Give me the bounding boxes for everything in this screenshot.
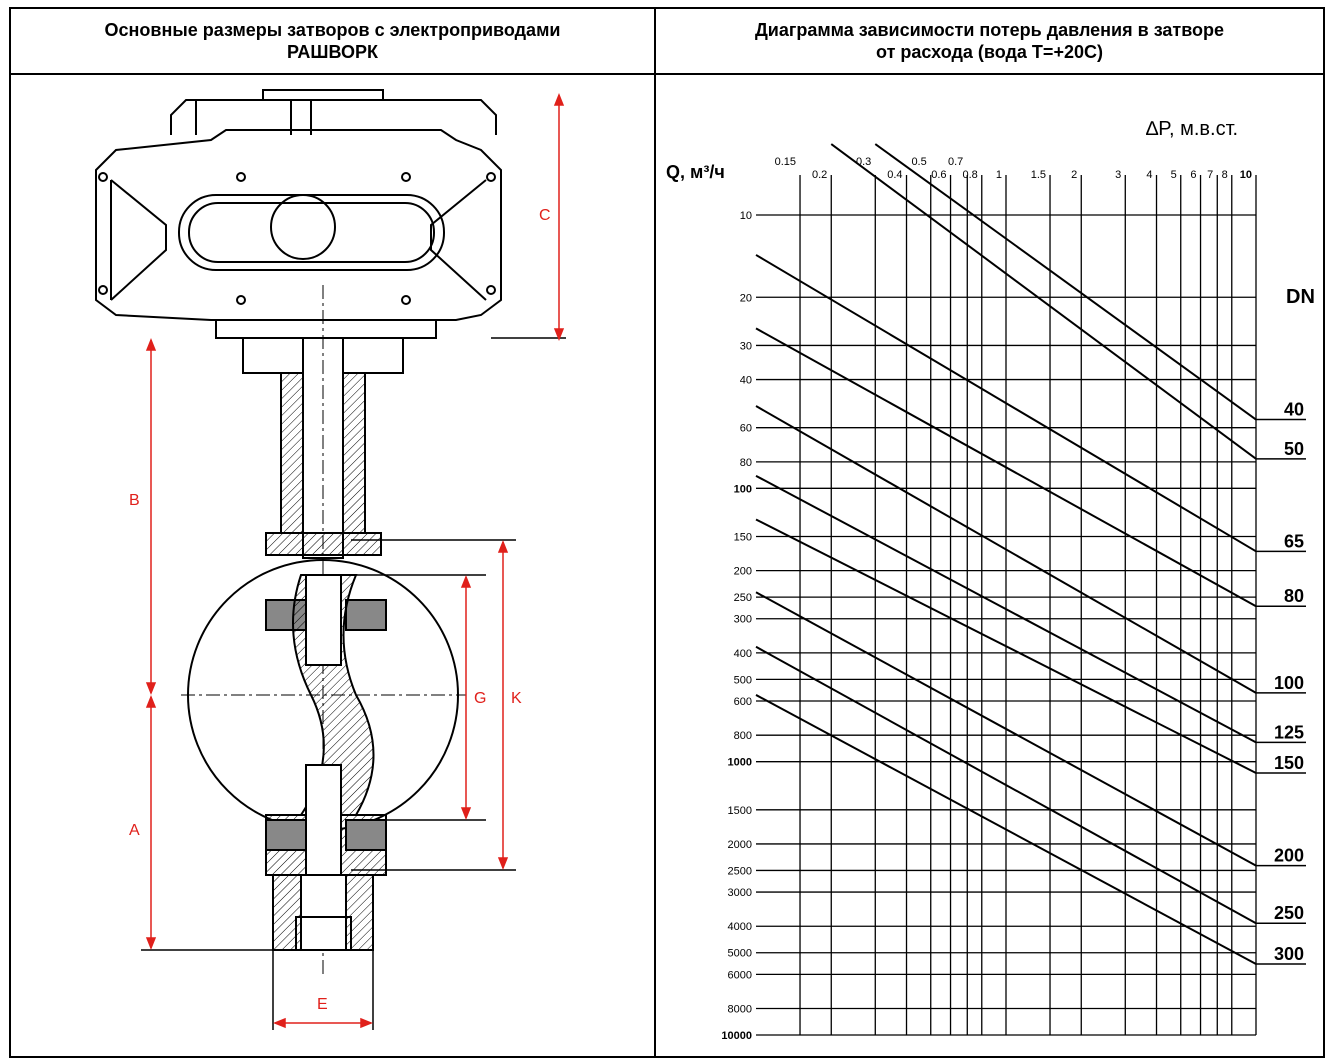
dn-series-line	[755, 405, 1257, 694]
dn-series-line	[830, 143, 1257, 460]
y-tick-label: 150	[734, 531, 752, 543]
valve-drawing-cell: C B A G K E	[9, 73, 656, 1058]
header-dimensions-line1: Основные размеры затворов с электроприво…	[104, 20, 561, 40]
dim-label-c: C	[539, 207, 551, 224]
dn-label: 200	[1274, 846, 1304, 866]
y-tick-label: 10	[740, 210, 752, 222]
header-dimensions-line2: РАШВОРК	[286, 42, 379, 62]
y-tick-label: 3000	[728, 887, 752, 899]
y-tick-label: 500	[734, 674, 752, 686]
x-tick-label: 0.2	[812, 169, 827, 181]
dn-label: 300	[1274, 944, 1304, 964]
y-tick-label: 250	[734, 592, 752, 604]
y-tick-label: 100	[734, 483, 752, 495]
y-tick-label: 2000	[728, 839, 752, 851]
x-tick-label: 0.3	[856, 156, 871, 168]
pressure-loss-chart: Q, м³/ч ∆P, м.в.ст. DN 0.150.20.30.40.50…	[666, 118, 1315, 1042]
x-tick-label: 3	[1115, 169, 1121, 181]
y-tick-label: 80	[740, 457, 752, 469]
dim-label-g: G	[474, 690, 486, 707]
x-tick-label: 0.7	[948, 156, 963, 168]
dn-label: 80	[1284, 586, 1304, 606]
x-tick-label: 0.4	[887, 169, 902, 181]
dn-series-line	[755, 327, 1257, 608]
x-tick-label: 4	[1146, 169, 1152, 181]
y-tick-label: 200	[734, 566, 752, 578]
dn-series-lines	[755, 143, 1306, 965]
dn-series-line	[755, 518, 1257, 774]
y-axis-title: Q, м³/ч	[666, 162, 725, 182]
dn-label: 100	[1274, 673, 1304, 693]
y-tick-label: 8000	[728, 1004, 752, 1016]
y-tick-label: 800	[734, 730, 752, 742]
dn-series-line	[874, 143, 1257, 421]
x-tick-label: 0.8	[962, 169, 977, 181]
dn-label: 65	[1284, 531, 1304, 551]
x-tick-label: 1	[996, 169, 1002, 181]
x-tick-label: 7	[1207, 169, 1213, 181]
dn-series-line	[755, 694, 1257, 965]
x-tick-label: 2	[1071, 169, 1077, 181]
dn-series-line	[755, 591, 1257, 867]
dn-labels: 40 50 65 80 100 125 150 200 250 300	[1274, 400, 1304, 965]
dn-series-line	[755, 645, 1257, 925]
dn-label: 50	[1284, 439, 1304, 459]
x-tick-label: 0.5	[911, 156, 926, 168]
y-tick-label: 600	[734, 696, 752, 708]
dn-label: 250	[1274, 903, 1304, 923]
valve-drawing: C B A G K E	[95, 89, 566, 1030]
x-axis-title: ∆P, м.в.ст.	[1146, 118, 1238, 140]
y-tick-label: 6000	[728, 969, 752, 981]
dn-label: 125	[1274, 722, 1304, 742]
dim-label-k: K	[511, 690, 522, 707]
x-tick-label: 8	[1222, 169, 1228, 181]
x-tick-label: 0.6	[931, 169, 946, 181]
header-chart-line2: от расхода (вода Т=+20С)	[876, 42, 1103, 62]
header-chart-line1: Диаграмма зависимости потерь давления в …	[754, 20, 1225, 40]
vertical-gridlines	[799, 175, 1257, 1035]
horizontal-gridlines	[756, 214, 1256, 1036]
dn-label: 40	[1284, 400, 1304, 420]
dn-label: 150	[1274, 753, 1304, 773]
header-pressure-chart: Диаграмма зависимости потерь давления в …	[654, 7, 1325, 75]
y-tick-label: 30	[740, 340, 752, 352]
header-dimensions: Основные размеры затворов с электроприво…	[9, 7, 656, 75]
spec-table: Основные размеры затворов с электроприво…	[9, 7, 1325, 1058]
dn-series-line	[755, 474, 1257, 744]
x-tick-label: 10	[1240, 169, 1252, 181]
y-tick-label: 10000	[721, 1030, 752, 1042]
dim-label-e: E	[317, 996, 328, 1013]
y-tick-labels: 10 20 30 40 60 80 100 150 200 250 300 400 500 600 800 1…	[721, 210, 752, 1042]
x-tick-label: 1.5	[1031, 169, 1046, 181]
y-tick-label: 1500	[728, 805, 752, 817]
y-tick-label: 4000	[728, 921, 752, 933]
dn-series-line	[755, 254, 1257, 553]
dimension-lines	[145, 92, 565, 1029]
valve-stem-neck	[242, 285, 404, 975]
dn-axis-title: DN	[1286, 286, 1315, 308]
y-tick-label: 5000	[728, 948, 752, 960]
y-tick-label: 40	[740, 375, 752, 387]
y-tick-label: 1000	[728, 757, 752, 769]
y-tick-label: 400	[734, 648, 752, 660]
y-tick-label: 20	[740, 292, 752, 304]
x-tick-label: 5	[1171, 169, 1177, 181]
y-tick-label: 2500	[728, 865, 752, 877]
x-tick-label: 6	[1190, 169, 1196, 181]
y-tick-label: 300	[734, 614, 752, 626]
dim-label-a: A	[129, 822, 140, 839]
x-tick-label: 0.15	[775, 156, 796, 168]
dim-label-b: B	[129, 492, 140, 509]
y-tick-label: 60	[740, 423, 752, 435]
extension-lines	[141, 337, 566, 1030]
valve-body	[181, 532, 466, 951]
actuator-housing	[95, 89, 502, 339]
